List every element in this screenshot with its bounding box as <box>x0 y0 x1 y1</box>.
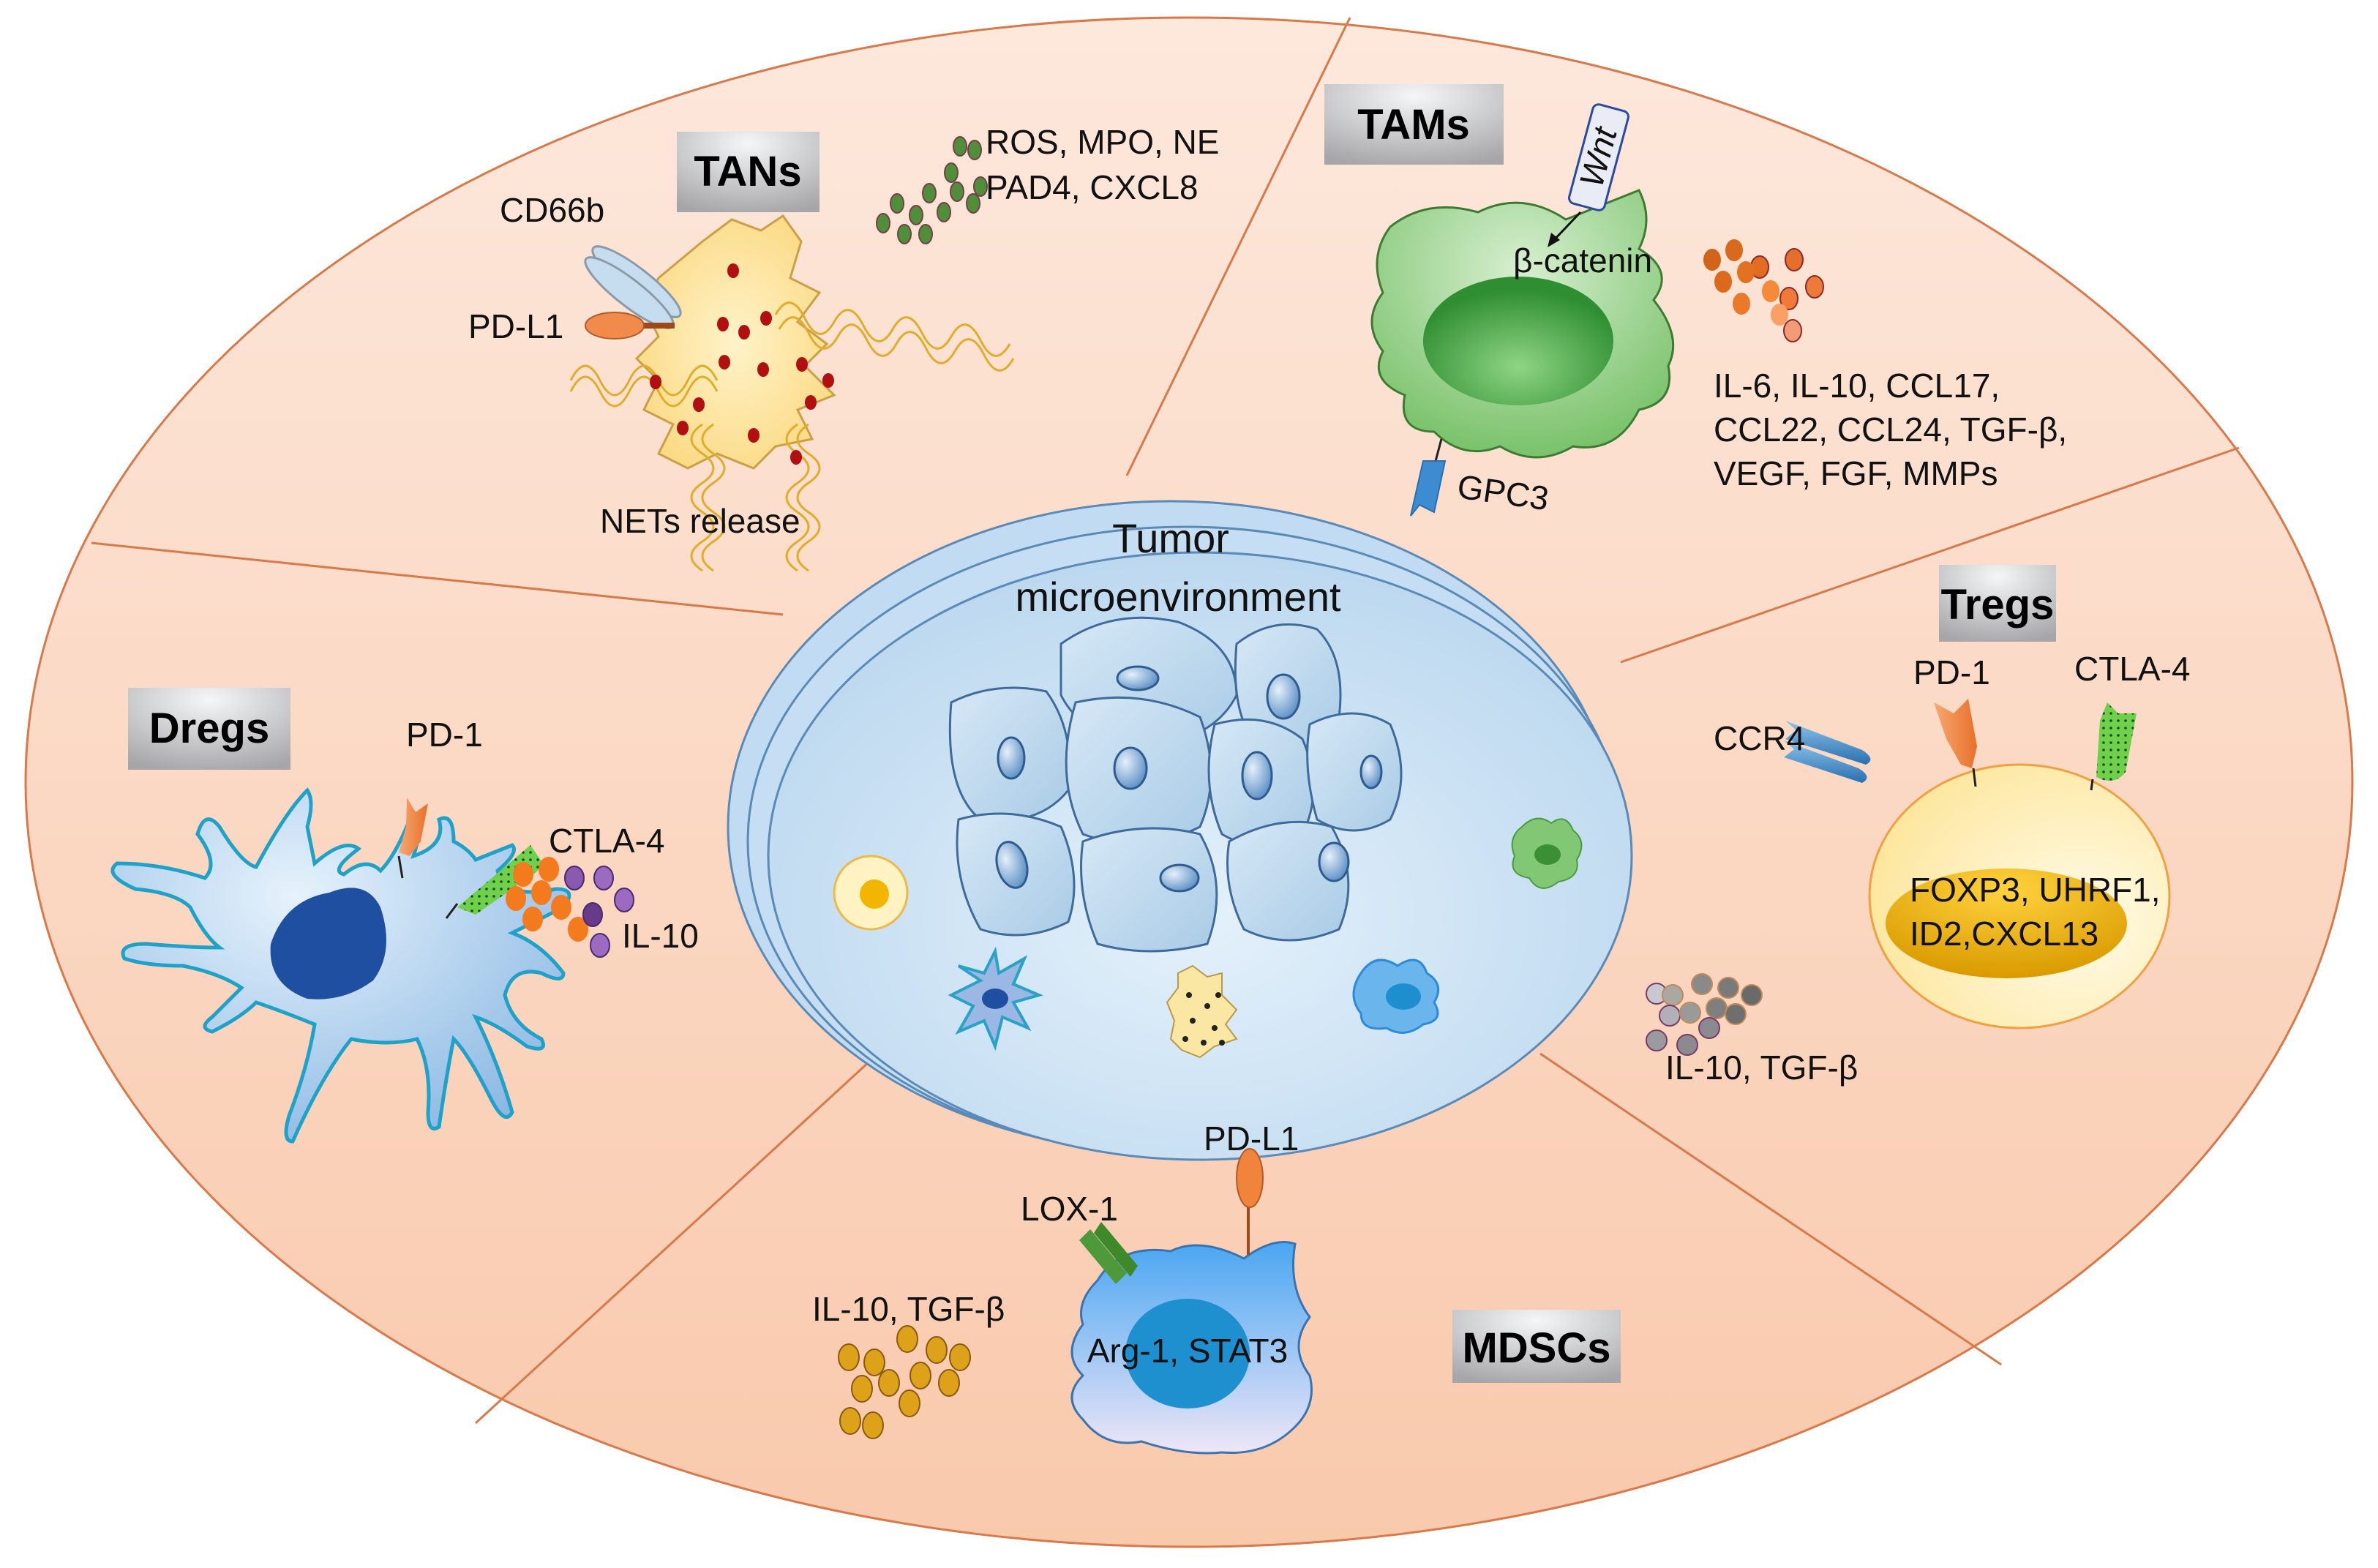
tumor-cell <box>1306 712 1403 832</box>
tregs-secreted-granules <box>1646 973 1763 1056</box>
mdscs-title-box <box>1452 1310 1621 1383</box>
mdsc-nucleus <box>1125 1299 1250 1408</box>
nucleus <box>995 841 1029 889</box>
mdscs-section: MDSCs Arg-1, STAT3 PD-L1 LOX-1 <box>812 1119 1621 1455</box>
tans-secreted-line2: PAD4, CXCL8 <box>986 168 1199 206</box>
tregs-title-box <box>1939 565 2056 642</box>
divider-mdscs-dregs <box>474 1052 879 1425</box>
tme-title-line1: Tumor <box>1112 515 1229 561</box>
tumor-microenvironment: Tumor microenvironment <box>727 500 1633 1161</box>
gpc3-stalk <box>1434 438 1443 462</box>
tams-pathway-label: β-catenin <box>1513 241 1652 280</box>
treg-pd1-stalk <box>1972 768 1977 787</box>
tregs-section: Tregs FOXP3, UHRF1, ID2,CXCL13 PD-1 CTLA… <box>1646 565 2190 1087</box>
tans-process-label: NETs release <box>600 502 800 540</box>
tams-title: TAMs <box>1357 101 1470 149</box>
ccr4-receptor <box>1784 721 1871 783</box>
tumor-nuclei <box>995 665 1383 893</box>
dregs-marker-pd-1: PD-1 <box>406 716 483 754</box>
tans-title: TANs <box>694 148 801 195</box>
tams-secreted-line3: VEGF, FGF, MMPs <box>1714 454 1998 492</box>
tams-title-box <box>1324 84 1504 165</box>
tumor-cell <box>1080 827 1218 953</box>
tregs-nucleus-line2: ID2,CXCL13 <box>1910 915 2098 953</box>
mdscs-secreted-granules <box>838 1325 971 1439</box>
tregs-marker-pd-1: PD-1 <box>1913 653 1990 691</box>
tams-secreted-line2: CCL22, CCL24, TGF-β, <box>1714 410 2067 449</box>
nucleus <box>1359 754 1383 789</box>
tams-secreted-granules <box>1703 239 1824 342</box>
section-dividers <box>91 17 2240 1425</box>
tregs-marker-ccr4: CCR4 <box>1714 719 1805 757</box>
tans-marker-cd66b: CD66b <box>500 191 604 229</box>
dregs-title: Dregs <box>149 705 269 752</box>
gpc3-receptor <box>1410 460 1447 517</box>
tams-section: TAMs Wnt β-catenin GPC3 I <box>1324 84 2067 517</box>
nucleus <box>1266 673 1301 720</box>
dregs-secreted-granules <box>506 857 634 958</box>
treg-ctla4-stalk <box>2090 779 2094 791</box>
tans-section: TANs <box>468 123 1219 572</box>
tregs-secreted-label: IL-10, TGF-β <box>1665 1049 1858 1087</box>
nucleus <box>1113 746 1148 790</box>
treg-ctla4-receptor <box>2096 702 2137 781</box>
nucleus <box>1318 841 1350 882</box>
dreg-ctla4-stalk <box>445 903 459 919</box>
divider-tans-dregs <box>91 541 784 616</box>
nucleus <box>1116 665 1160 691</box>
dreg-nucleus <box>270 888 386 999</box>
divider-tams-tregs <box>1620 446 2240 664</box>
divider-tans-tams <box>1125 17 1351 476</box>
tams-secreted-line1: IL-6, IL-10, CCL17, <box>1714 367 2000 405</box>
dregs-section: Dregs PD-1 CTLA-4 IL-10 <box>110 688 699 1144</box>
mini-treg-cell <box>833 855 909 931</box>
dregs-secreted-label: IL-10 <box>622 917 699 955</box>
mdscs-title: MDSCs <box>1462 1324 1610 1372</box>
divider-tregs-mdscs <box>1539 1052 2002 1366</box>
lox1-receptor <box>1079 1222 1138 1284</box>
mini-tan-cell <box>1166 964 1238 1059</box>
tumor-cell <box>1226 820 1350 942</box>
tregs-nucleus-line1: FOXP3, UHRF1, <box>1910 871 2161 909</box>
mdscs-secreted-label: IL-10, TGF-β <box>812 1290 1005 1328</box>
dreg-pd1-stalk <box>397 855 404 879</box>
tme-title-line2: microenvironment <box>1015 574 1340 620</box>
tregs-marker-ctla-4: CTLA-4 <box>2074 650 2190 688</box>
tans-secreted-granules <box>876 136 988 244</box>
nucleus <box>1241 751 1273 800</box>
tam-nucleus <box>1423 277 1613 405</box>
dreg-pd1-receptor <box>399 798 428 856</box>
mdscs-nucleus-label: Arg-1, STAT3 <box>1087 1332 1288 1370</box>
nucleus <box>997 736 1026 780</box>
mini-tam-cell <box>1511 817 1583 889</box>
tans-secreted-line1: ROS, MPO, NE <box>986 123 1219 161</box>
treg-pd1-receptor <box>1934 699 1977 768</box>
dregs-title-box <box>128 688 290 770</box>
mdscs-marker-pd-l1: PD-L1 <box>1204 1119 1299 1158</box>
pd-l1-receptor <box>585 312 675 340</box>
nucleus <box>1159 863 1200 893</box>
wnt-arrow <box>1551 211 1582 243</box>
mini-mdsc-cell <box>1352 959 1440 1034</box>
tans-title-box <box>677 132 819 212</box>
mini-dreg-cell <box>948 946 1043 1051</box>
tans-marker-pd-l1: PD-L1 <box>468 307 563 345</box>
tregs-title: Tregs <box>1941 581 2055 629</box>
dregs-marker-ctla-4: CTLA-4 <box>549 822 664 860</box>
mdscs-marker-lox-1: LOX-1 <box>1021 1190 1118 1228</box>
mdsc-pdl1-receptor <box>1236 1148 1264 1208</box>
arrow-head-icon <box>1548 233 1560 247</box>
treg-nucleus <box>1886 869 2127 978</box>
tan-granules <box>650 263 834 465</box>
